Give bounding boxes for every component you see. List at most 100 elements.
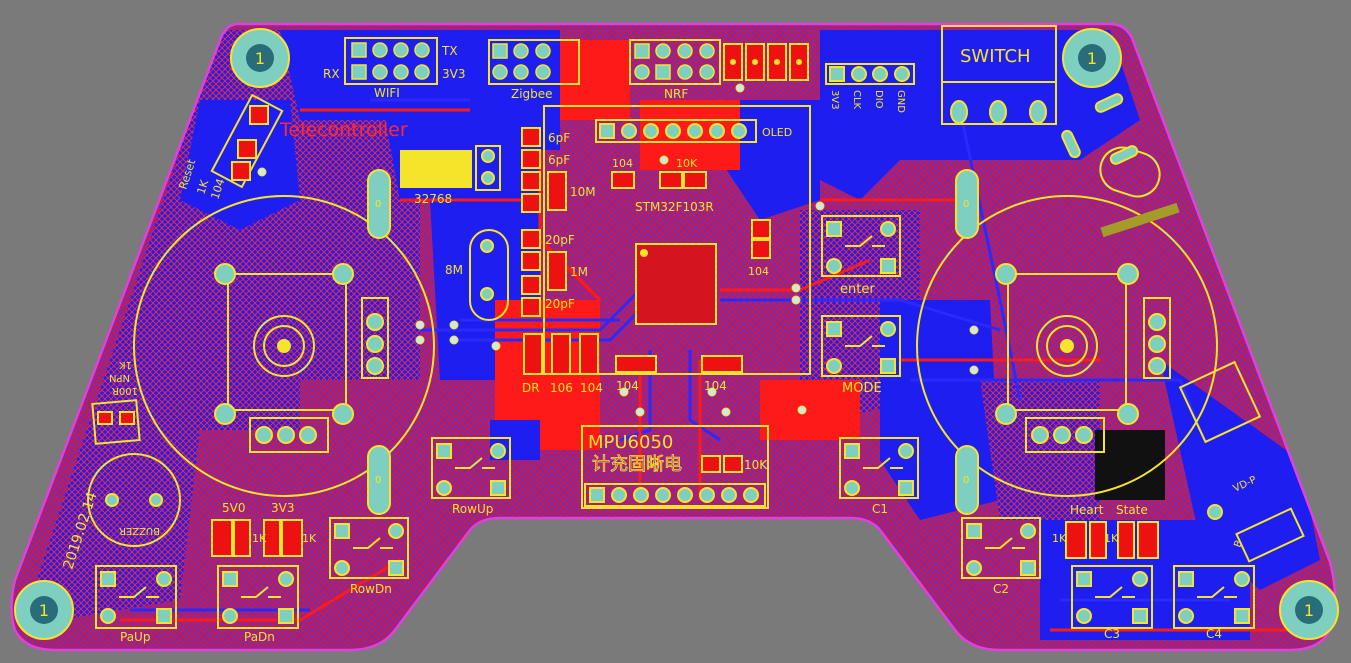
joystick-right[interactable]: 0 0 xyxy=(916,169,1218,515)
svg-text:104: 104 xyxy=(208,177,227,201)
button-c2[interactable]: C2 xyxy=(961,517,1041,596)
svg-text:0: 0 xyxy=(375,199,381,210)
swd-header: 3V3 CLK DIO GND xyxy=(825,63,915,113)
svg-text:1: 1 xyxy=(1087,49,1097,68)
oled-header: OLED xyxy=(595,119,792,143)
button-c4[interactable]: C4 xyxy=(1173,565,1255,641)
svg-text:C3: C3 xyxy=(1104,627,1120,641)
zigbee-header: Zigbee xyxy=(488,39,580,101)
svg-text:Heart: Heart xyxy=(1070,503,1104,517)
svg-text:1: 1 xyxy=(39,601,49,620)
svg-text:RowDn: RowDn xyxy=(350,582,392,596)
svg-text:SWITCH: SWITCH xyxy=(960,46,1031,67)
svg-text:RowUp: RowUp xyxy=(452,502,493,516)
svg-text:104: 104 xyxy=(748,265,769,278)
svg-text:PaUp: PaUp xyxy=(120,630,150,644)
svg-text:104: 104 xyxy=(580,381,603,395)
svg-text:DR: DR xyxy=(522,381,540,395)
svg-text:enter: enter xyxy=(840,282,875,297)
svg-text:20pF: 20pF xyxy=(545,233,575,247)
mount-hole-bottom-left: 1 xyxy=(14,580,74,640)
wifi-header: TX RX 3V3 WIFI xyxy=(323,37,465,100)
svg-text:B: B xyxy=(1232,539,1245,549)
button-c3[interactable]: C3 xyxy=(1071,565,1153,641)
svg-text:OLED: OLED xyxy=(762,126,792,139)
svg-text:CLK: CLK xyxy=(851,90,862,110)
svg-text:20pF: 20pF xyxy=(545,297,575,311)
button-rowdn[interactable]: RowDn xyxy=(329,517,409,596)
passives-left: 6pF 6pF 10M 20pF 1M 20pF DR 106 104 104 … xyxy=(521,127,743,395)
svg-text:NPN: NPN xyxy=(109,372,130,383)
mcu-chip xyxy=(635,243,717,325)
mount-hole-top-left: 1 xyxy=(230,28,290,88)
mpu6050-module: MPU6050 计充固晰电 10K xyxy=(581,425,769,509)
svg-text:10K: 10K xyxy=(676,157,698,170)
button-mode[interactable]: MODE xyxy=(821,315,901,396)
svg-text:1K: 1K xyxy=(252,532,267,545)
svg-text:1K: 1K xyxy=(119,359,132,370)
svg-text:1K: 1K xyxy=(1104,532,1119,545)
nrf-header: NRF xyxy=(629,39,721,101)
svg-text:6pF: 6pF xyxy=(548,131,570,145)
svg-text:BUZZER: BUZZER xyxy=(119,525,160,536)
svg-text:1: 1 xyxy=(255,49,265,68)
joystick-left[interactable]: 0 0 xyxy=(133,169,435,515)
right-side-parts: VD-P B xyxy=(1061,93,1305,563)
button-rowup[interactable]: RowUp xyxy=(431,437,511,516)
svg-text:GND: GND xyxy=(895,90,906,113)
svg-text:NRF: NRF xyxy=(664,87,688,101)
svg-text:State: State xyxy=(1116,503,1148,517)
svg-text:106: 106 xyxy=(550,381,573,395)
mcu-module: STM32F103R 104 10K 104 xyxy=(543,105,811,375)
svg-text:PaDn: PaDn xyxy=(244,630,275,644)
mount-hole-bottom-right: 1 xyxy=(1279,580,1339,640)
svg-text:Zigbee: Zigbee xyxy=(511,87,553,101)
svg-text:1: 1 xyxy=(1304,601,1314,620)
led-array xyxy=(723,43,809,81)
svg-text:1M: 1M xyxy=(570,265,588,279)
svg-text:1K: 1K xyxy=(194,178,211,196)
crystal-32768: 32768 xyxy=(400,145,501,206)
button-c1[interactable]: C1 xyxy=(839,437,919,516)
traces xyxy=(120,98,1300,632)
svg-text:5V0: 5V0 xyxy=(222,501,245,515)
mount-hole-top-right: 1 xyxy=(1062,28,1122,88)
power-switch[interactable]: SWITCH xyxy=(941,25,1057,125)
svg-text:10K: 10K xyxy=(744,458,768,472)
svg-text:MODE: MODE xyxy=(842,381,882,396)
svg-text:C4: C4 xyxy=(1206,627,1222,641)
power-leds: 5V0 3V3 1K 1K xyxy=(211,501,317,557)
svg-text:0: 0 xyxy=(963,199,969,210)
svg-text:计充固晰电: 计充固晰电 xyxy=(592,454,682,475)
svg-text:DIO: DIO xyxy=(873,90,884,109)
svg-text:3V3: 3V3 xyxy=(442,67,465,81)
svg-text:C1: C1 xyxy=(872,502,888,516)
svg-text:8M: 8M xyxy=(445,263,463,277)
button-enter[interactable]: enter xyxy=(821,215,901,297)
svg-text:1K: 1K xyxy=(1052,532,1067,545)
svg-text:RX: RX xyxy=(323,67,340,81)
buzzer: BUZZER NPN 1K 100R xyxy=(87,359,181,547)
svg-text:0: 0 xyxy=(375,475,381,486)
svg-text:3V3: 3V3 xyxy=(829,90,840,110)
svg-text:104: 104 xyxy=(612,157,633,170)
svg-text:6pF: 6pF xyxy=(548,153,570,167)
svg-text:100R: 100R xyxy=(112,385,138,396)
button-padn[interactable]: PaDn xyxy=(217,565,299,644)
board-title: Telecontroller xyxy=(279,119,408,141)
crystal-8m: 8M xyxy=(445,229,509,321)
svg-text:MPU6050: MPU6050 xyxy=(588,432,673,453)
svg-text:10M: 10M xyxy=(570,185,596,199)
svg-text:C2: C2 xyxy=(993,582,1009,596)
svg-text:1K: 1K xyxy=(302,532,317,545)
svg-text:32768: 32768 xyxy=(414,192,452,206)
svg-text:WIFI: WIFI xyxy=(374,86,400,100)
vias xyxy=(257,83,979,417)
svg-text:STM32F103R: STM32F103R xyxy=(635,200,714,214)
status-leds: Heart State 1K 1K xyxy=(1052,503,1223,559)
button-paup[interactable]: PaUp xyxy=(95,565,177,644)
svg-text:3V3: 3V3 xyxy=(271,501,294,515)
svg-text:TX: TX xyxy=(441,44,458,58)
svg-text:0: 0 xyxy=(963,475,969,486)
